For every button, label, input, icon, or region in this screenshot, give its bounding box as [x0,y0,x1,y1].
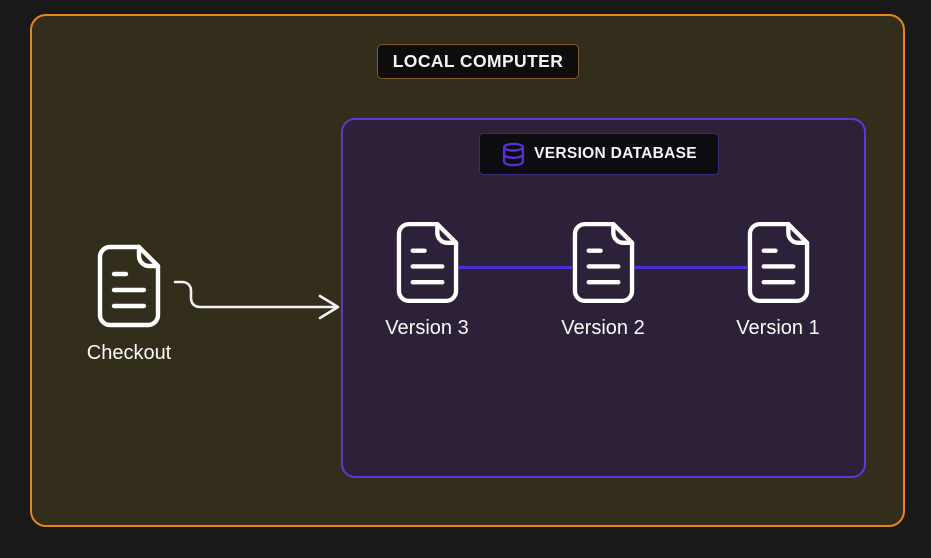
connector-v3-v2 [458,266,572,269]
database-icon [501,141,526,168]
checkout-arrow-icon [168,272,348,322]
local-computer-label: LOCAL COMPUTER [377,44,579,79]
document-icon-checkout [95,244,163,328]
document-icon-version-2 [572,220,635,305]
version-2-label: Version 2 [561,317,645,339]
version-1-label: Version 1 [736,317,820,339]
version-database-label: VERSION DATABASE [479,133,719,175]
version-3-label: Version 3 [385,317,469,339]
document-icon-version-1 [747,220,810,305]
version-database-box [341,118,866,478]
checkout-label: Checkout [86,342,172,364]
connector-v2-v1 [634,266,747,269]
document-icon-version-3 [396,220,459,305]
version-database-label-text: VERSION DATABASE [534,145,697,162]
local-computer-label-text: LOCAL COMPUTER [392,51,564,71]
